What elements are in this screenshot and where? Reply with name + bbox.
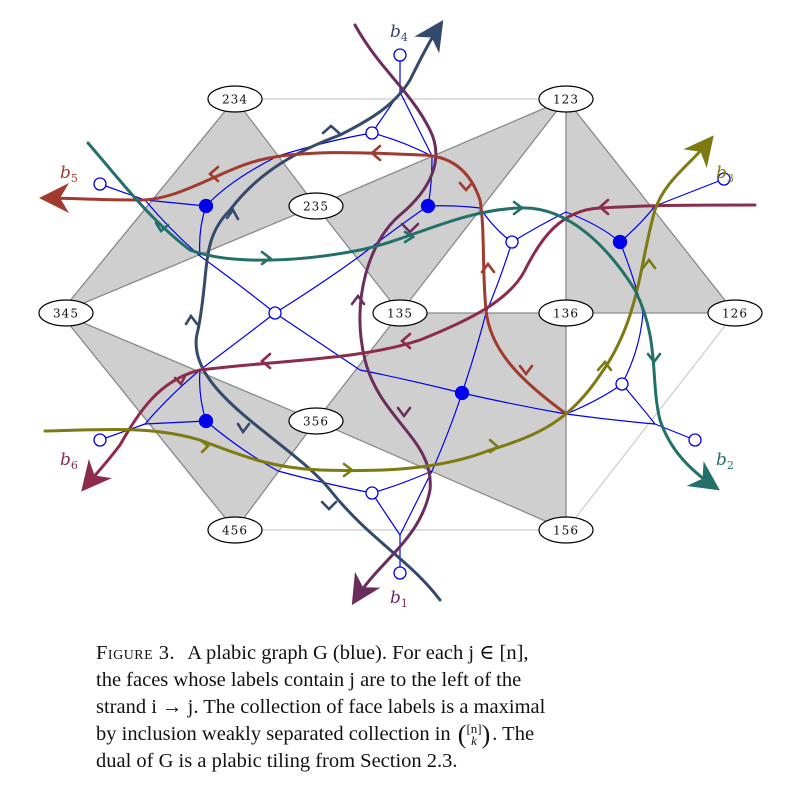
strand-label-b4: b4 (390, 22, 408, 44)
face-label-234: 234 (207, 85, 263, 113)
face-label-text: 234 (222, 93, 248, 107)
figure-caption: Figure 3. A plabic graph G (blue). For ea… (96, 640, 696, 775)
strand-label-b2: b2 (716, 450, 734, 472)
binom-bottom: k (471, 733, 477, 749)
face-label-136: 136 (538, 299, 594, 327)
face-label-text: 456 (222, 524, 248, 538)
face-label-text: 356 (303, 415, 329, 429)
face-label-text: 345 (53, 307, 79, 321)
strand-b1 (351, 23, 438, 606)
face-label-text: 123 (553, 93, 579, 107)
binom-top: [n] (466, 721, 482, 737)
face-label-text: 126 (722, 307, 748, 321)
strand-label-b5: b5 (60, 163, 78, 185)
strand-mid-arrows (154, 124, 662, 511)
caption-line-2: the faces whose labels contain j are to … (96, 669, 522, 691)
caption-line-5: dual of G is a plabic tiling from Sectio… (96, 750, 458, 772)
tile-center (314, 312, 567, 531)
face-label-text: 135 (387, 307, 413, 321)
strand-b6 (81, 203, 757, 492)
caption-line-3: strand i → j. The collection of face lab… (96, 696, 546, 718)
face-label-135: 135 (372, 299, 428, 327)
plabic-graph-vertices (93, 48, 731, 580)
strand-label-b6: b6 (60, 450, 78, 472)
strand-label-b1: b1 (390, 588, 408, 610)
caption-line-1: Figure 3. A plabic graph G (blue). For ea… (96, 640, 696, 667)
face-label-text: 136 (553, 307, 579, 321)
strand-label-b3: b3 (716, 163, 734, 185)
face-label-text: 235 (303, 200, 329, 214)
tile-top-left (59, 97, 318, 314)
caption-text-4b: . The (492, 723, 535, 745)
face-label-126: 126 (707, 299, 763, 327)
strand-labels: b4 b5 b3 b6 b2 b1 (60, 22, 734, 610)
face-label-156: 156 (538, 516, 594, 544)
caption-text-1: A plabic graph G (blue). For each j ∈ [n… (187, 642, 529, 664)
caption-text-4a: by inclusion weakly separated collection… (96, 723, 451, 745)
figure-number: Figure 3. (96, 642, 176, 664)
plabic-figure: 234 123 235 345 135 136 126 356 (38, 20, 763, 610)
binomial: ([n]k) (457, 720, 491, 750)
face-labels: 234 123 235 345 135 136 126 356 (38, 85, 763, 544)
caption-line-4: by inclusion weakly separated collection… (96, 721, 696, 748)
face-label-235: 235 (288, 192, 344, 220)
face-label-356: 356 (288, 407, 344, 435)
face-label-456: 456 (207, 516, 263, 544)
face-label-text: 156 (553, 524, 579, 538)
face-label-123: 123 (538, 85, 594, 113)
strand-b2 (86, 141, 720, 491)
strand-b4 (194, 20, 444, 602)
face-label-345: 345 (38, 299, 94, 327)
plabic-figure-svg: 234 123 235 345 135 136 126 356 (38, 20, 763, 610)
